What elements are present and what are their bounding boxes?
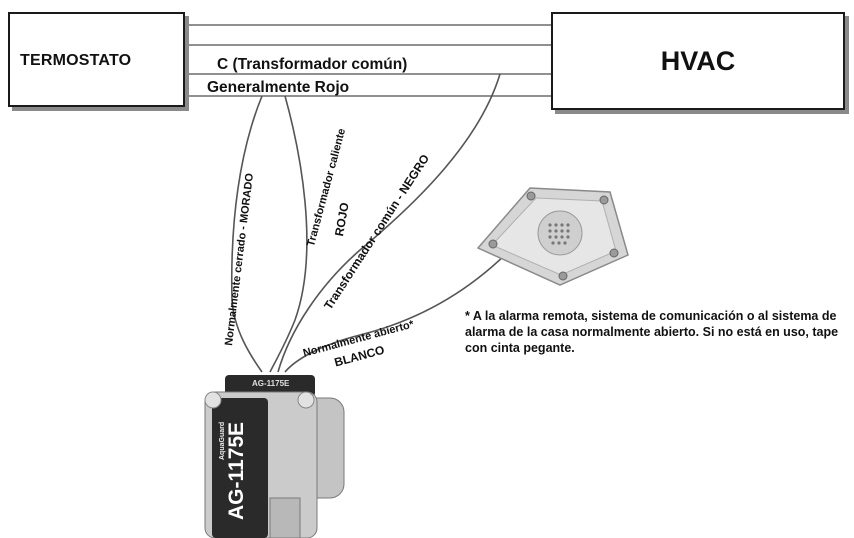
wire-black [277,73,501,373]
thermostat-label: TERMOSTATO [20,52,132,69]
wire-white [284,249,511,373]
wire-red [269,95,308,373]
bus-wires [185,24,551,97]
device-top-label: AG-1175E [252,379,290,388]
c-wire-label: C (Transformador común) [217,56,408,73]
device-wires [230,73,511,373]
hvac-label: HVAC [660,46,736,76]
device-model-label: AG-1175E [225,421,248,520]
red-wire-label: Generalmente Rojo [207,79,350,96]
remote-alarm-sensor [476,187,629,286]
wire-purple [230,95,263,373]
device-ag-1175e [204,375,345,538]
hvac-box: HVAC [551,12,845,110]
alarm-note: * A la alarma remota, sistema de comunic… [465,309,839,355]
thermostat-box: TERMOSTATO [8,12,185,107]
